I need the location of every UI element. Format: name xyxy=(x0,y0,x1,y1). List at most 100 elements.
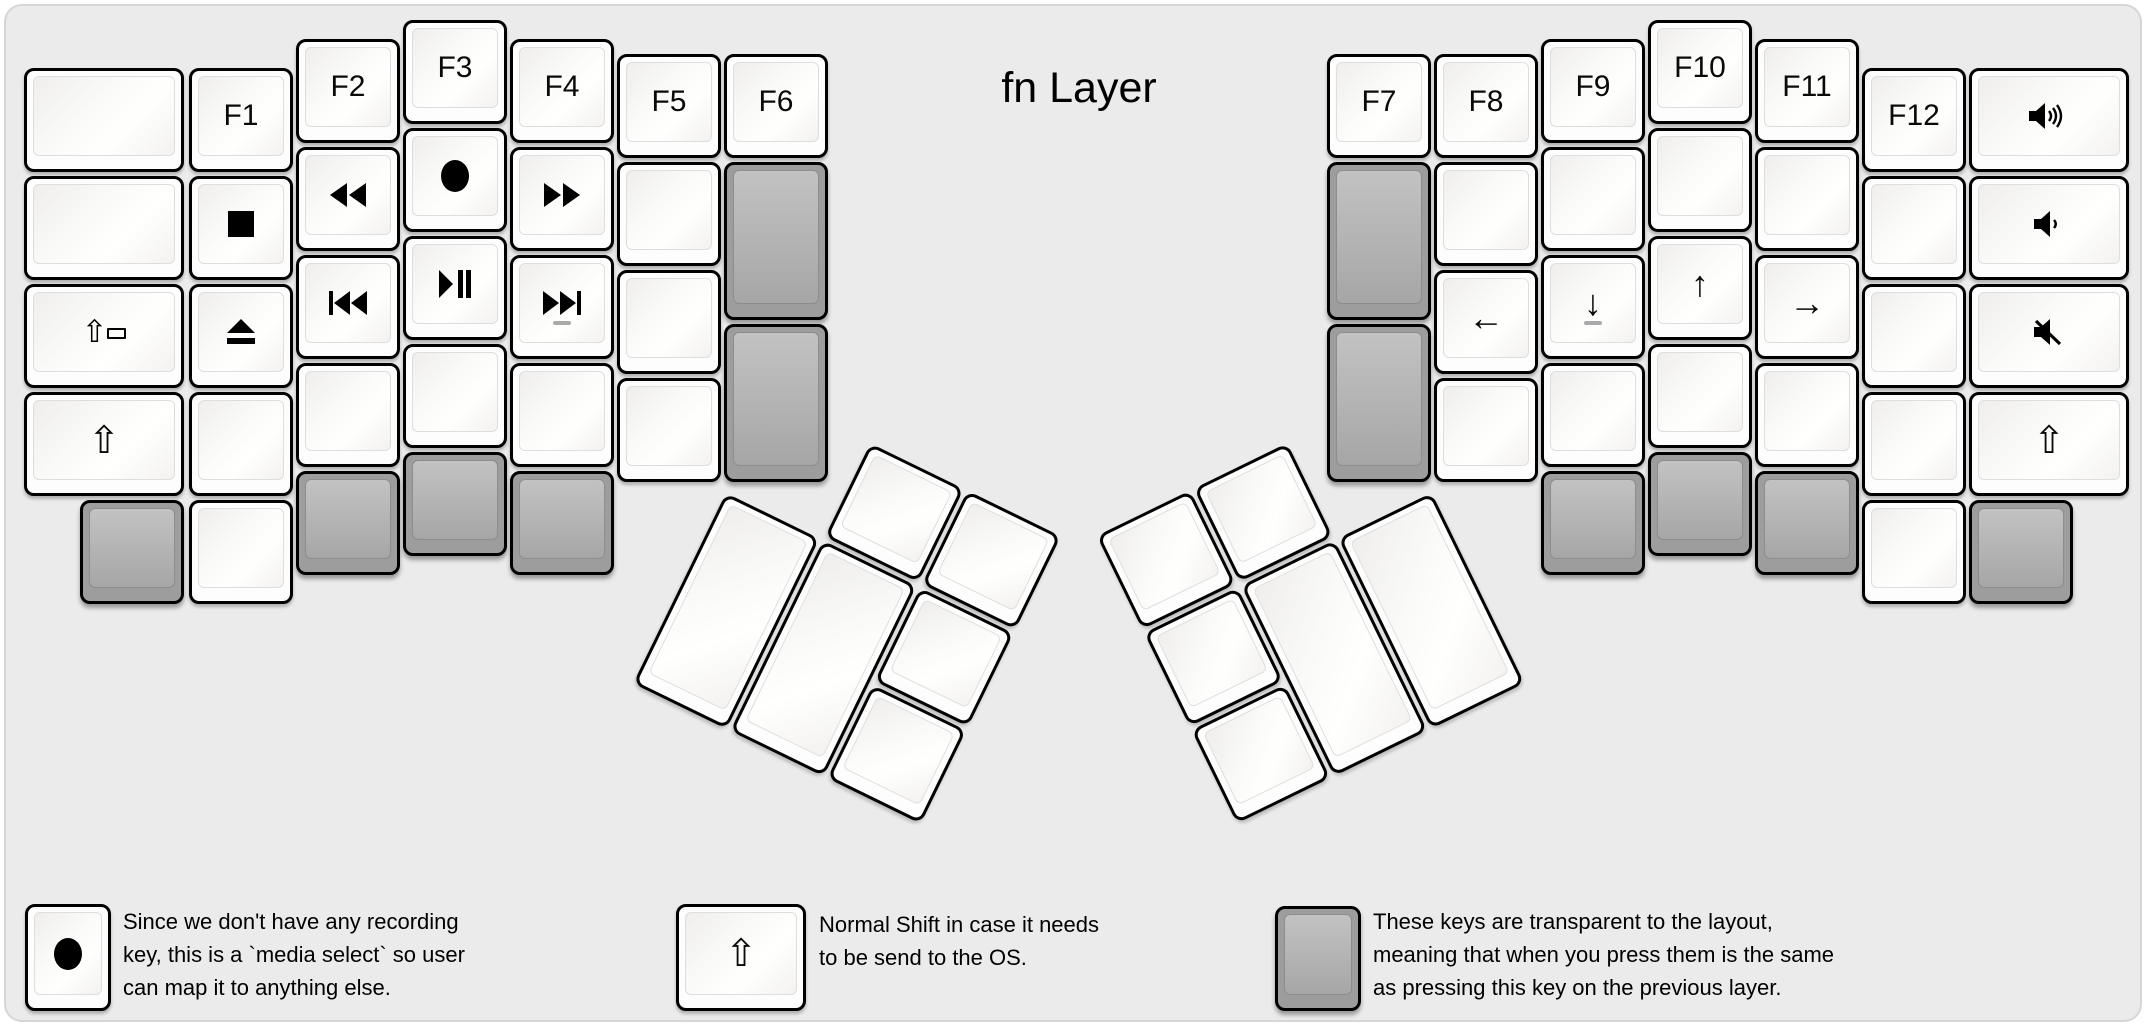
keycap-top xyxy=(519,263,605,343)
key-f3[interactable]: F3 xyxy=(403,20,507,124)
key-blank[interactable] xyxy=(617,162,721,266)
legend-key-transparent[interactable] xyxy=(1275,906,1361,1011)
homing-bump xyxy=(553,321,571,325)
keycap-top xyxy=(1443,170,1529,250)
key-eject[interactable] xyxy=(189,284,293,388)
key-transparent[interactable] xyxy=(1969,500,2073,604)
key-label: F7 xyxy=(1361,85,1397,118)
key-blank[interactable] xyxy=(403,344,507,448)
key-transparent[interactable] xyxy=(1755,471,1859,575)
keycap-top xyxy=(519,371,605,451)
key-blank[interactable] xyxy=(1862,392,1966,496)
key-blank[interactable] xyxy=(1862,500,1966,604)
legend-text-shift: Normal Shift in case it needs to be send… xyxy=(819,908,1099,974)
key-fast-forward[interactable] xyxy=(510,147,614,251)
keycap-top xyxy=(1155,598,1268,709)
key-arrow-down[interactable]: ↓ xyxy=(1541,255,1645,359)
keycap-top xyxy=(33,184,175,264)
shift-icon: ⇧ xyxy=(88,419,120,462)
keycap-top xyxy=(1284,914,1352,995)
key-play-pause[interactable] xyxy=(403,236,507,340)
key-blank[interactable] xyxy=(1434,162,1538,266)
key-f1[interactable]: F1 xyxy=(189,68,293,172)
key-blank[interactable] xyxy=(189,500,293,604)
keycap-top xyxy=(519,479,605,559)
key-f8[interactable]: F8 xyxy=(1434,54,1538,158)
key-mute[interactable] xyxy=(1969,284,2129,388)
keycap-top xyxy=(626,278,712,358)
keycap-top xyxy=(1764,155,1850,235)
key-media-select[interactable] xyxy=(403,128,507,232)
key-blank[interactable] xyxy=(1648,128,1752,232)
key-label: F4 xyxy=(544,70,580,103)
legend-text-line: Since we don't have any recording xyxy=(123,909,459,934)
key-transparent[interactable] xyxy=(510,471,614,575)
key-stop[interactable] xyxy=(189,176,293,280)
keycap-top: F3 xyxy=(412,28,498,108)
key-blank[interactable] xyxy=(1648,344,1752,448)
keycap-top xyxy=(1657,460,1743,540)
keycap-top xyxy=(1978,508,2064,588)
key-volume-down[interactable] xyxy=(1969,176,2129,280)
key-arrow-up[interactable]: ↑ xyxy=(1648,236,1752,340)
key-f5[interactable]: F5 xyxy=(617,54,721,158)
key-transparent[interactable] xyxy=(1648,452,1752,556)
key-f10[interactable]: F10 xyxy=(1648,20,1752,124)
key-transparent[interactable] xyxy=(724,324,828,482)
key-blank[interactable] xyxy=(1541,363,1645,467)
legend-key-media-select[interactable] xyxy=(25,904,111,1011)
key-blank[interactable] xyxy=(24,68,184,172)
keycap-top xyxy=(1336,170,1422,304)
key-blank[interactable] xyxy=(510,363,614,467)
key-blank[interactable] xyxy=(617,270,721,374)
keycap-top: F7 xyxy=(1336,62,1422,142)
key-f12[interactable]: F12 xyxy=(1862,68,1966,172)
key-arrow-left[interactable]: ← xyxy=(1434,270,1538,374)
key-f4[interactable]: F4 xyxy=(510,39,614,143)
key-f11[interactable]: F11 xyxy=(1755,39,1859,143)
key-volume-up[interactable] xyxy=(1969,68,2129,172)
keycap-top xyxy=(1657,352,1743,432)
key-next-track[interactable] xyxy=(510,255,614,359)
key-blank[interactable] xyxy=(189,392,293,496)
key-transparent[interactable] xyxy=(1327,324,1431,482)
key-f7[interactable]: F7 xyxy=(1327,54,1431,158)
key-blank[interactable] xyxy=(296,363,400,467)
keycap-top xyxy=(1202,695,1316,806)
keycap-top xyxy=(1978,184,2120,264)
keycap-top: ⇧ xyxy=(33,292,175,372)
stop-icon xyxy=(228,211,254,237)
key-transparent[interactable] xyxy=(1327,162,1431,320)
legend-key-shift[interactable]: ⇧ xyxy=(676,904,806,1011)
key-blank[interactable] xyxy=(24,176,184,280)
key-blank[interactable] xyxy=(1541,147,1645,251)
key-f9[interactable]: F9 xyxy=(1541,39,1645,143)
key-shift[interactable]: ⇧ xyxy=(1969,392,2129,496)
key-blank[interactable] xyxy=(1755,147,1859,251)
key-blank[interactable] xyxy=(1755,363,1859,467)
key-arrow-right[interactable]: → xyxy=(1755,255,1859,359)
key-caps-lock[interactable]: ⇧ xyxy=(24,284,184,388)
key-shift[interactable]: ⇧ xyxy=(24,392,184,496)
key-transparent[interactable] xyxy=(403,452,507,556)
key-transparent[interactable] xyxy=(724,162,828,320)
key-transparent[interactable] xyxy=(296,471,400,575)
key-blank[interactable] xyxy=(1434,378,1538,482)
key-prev-track[interactable] xyxy=(296,255,400,359)
key-blank[interactable] xyxy=(1862,284,1966,388)
key-label: ↓ xyxy=(1584,282,1602,323)
record-icon xyxy=(441,160,469,192)
keycap-top: ⇧ xyxy=(685,912,797,995)
key-blank[interactable] xyxy=(1862,176,1966,280)
keycap-top: F1 xyxy=(198,76,284,156)
key-f6[interactable]: F6 xyxy=(724,54,828,158)
key-transparent[interactable] xyxy=(80,500,184,604)
keycap-top: ↓ xyxy=(1550,263,1636,343)
keycap-top xyxy=(1205,454,1318,564)
key-transparent[interactable] xyxy=(1541,471,1645,575)
keycap-top xyxy=(412,136,498,216)
key-rewind[interactable] xyxy=(296,147,400,251)
key-blank[interactable] xyxy=(617,378,721,482)
keycap-top xyxy=(1108,501,1221,612)
key-f2[interactable]: F2 xyxy=(296,39,400,143)
